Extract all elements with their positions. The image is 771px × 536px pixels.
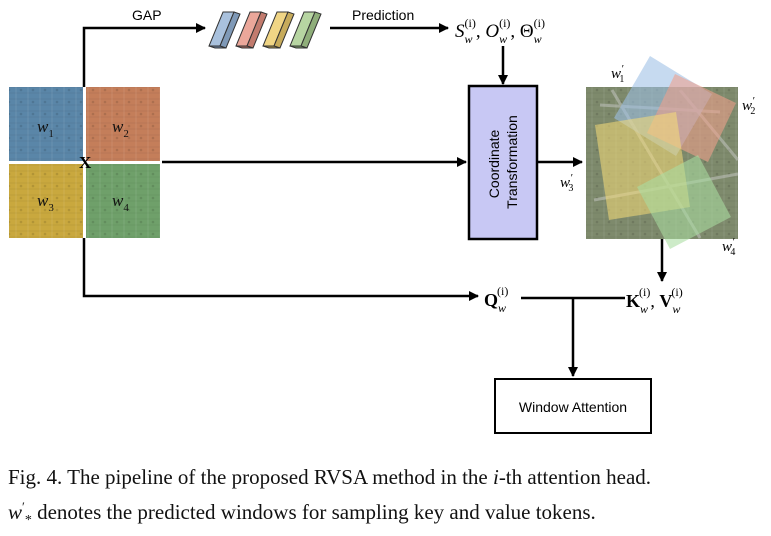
caption-text-1: Fig. 4. The pipeline of the proposed RVS… [8, 465, 493, 489]
token-bar-yellow [262, 11, 295, 49]
predicted-windows-image: w′1 w′2 w′3 w′4 [560, 56, 755, 258]
token-bar-green [289, 11, 322, 49]
prediction-token-bars [208, 11, 322, 49]
token-bar-red [235, 11, 268, 49]
window-w4-label: w4 [112, 191, 129, 214]
predicted-parameters: Sw(i), Ow(i), Θw(i) [455, 16, 545, 46]
predicted-window-w3-label: w′3 [560, 172, 573, 194]
coordinate-transformation-box: Coordinate Transformation [467, 84, 539, 241]
token-bar-blue [208, 11, 241, 49]
gap-label: GAP [132, 7, 162, 23]
caption-prime: ′ [22, 499, 25, 514]
x-label: X [79, 153, 92, 172]
prediction-path: Prediction [330, 7, 449, 33]
coordinate-transformation-label: Coordinate Transformation [486, 115, 520, 209]
query-path [82, 238, 479, 301]
query-label: Qw(i) [484, 284, 508, 315]
window-w1-label: w1 [37, 117, 54, 140]
predicted-window-w2-label: w′2 [742, 95, 755, 117]
rvsa-pipeline-diagram: w1 w2 w3 w4 X GAP [9, 7, 755, 434]
window-w2-label: w2 [112, 117, 129, 140]
prediction-label: Prediction [352, 7, 414, 23]
window-w3-label: w3 [37, 191, 54, 214]
figure-caption: Fig. 4. The pipeline of the proposed RVS… [8, 462, 766, 536]
window-attention-label: Window Attention [519, 399, 627, 415]
gap-path: GAP [82, 7, 206, 87]
predicted-window-w4-overlay [637, 155, 731, 249]
key-value-label: Kw(i), Vw(i) [626, 285, 683, 316]
window-attention-box: Window Attention [494, 378, 652, 434]
caption-subscript: * [24, 513, 32, 529]
predicted-window-w1-label: w′1 [611, 63, 624, 85]
caption-i-symbol: i [492, 465, 499, 489]
input-feature-map: w1 w2 w3 w4 X [9, 87, 160, 238]
caption-w-symbol: w [8, 500, 23, 524]
predicted-window-w4-label: w′4 [722, 236, 735, 258]
caption-text-5: denotes the predicted windows for sampli… [31, 500, 596, 524]
caption-text-3: -th attention head. [498, 465, 652, 489]
